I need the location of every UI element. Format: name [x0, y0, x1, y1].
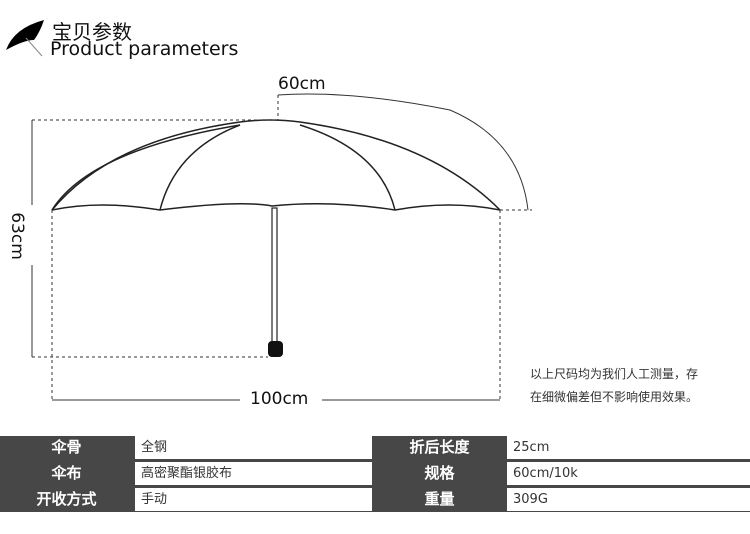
spec-value: 手动: [135, 488, 372, 511]
title-en: Product parameters: [50, 38, 239, 60]
spec-label: 折后长度: [374, 436, 505, 459]
table-row: 伞布 高密聚酯银胶布 规格 60cm/10k: [0, 462, 750, 485]
spec-label: 重量: [374, 488, 505, 511]
title-cn: 宝贝参数: [52, 20, 132, 44]
spec-value: 25cm: [507, 436, 750, 459]
height-label: 63cm: [7, 212, 27, 260]
table-row: 伞骨 全钢 折后长度 25cm: [0, 436, 750, 459]
radius-label: 60cm: [278, 74, 326, 94]
spec-label: 开收方式: [0, 488, 133, 511]
spec-value: 高密聚酯银胶布: [135, 462, 372, 485]
spec-table: 伞骨 全钢 折后长度 25cm 伞布 高密聚酯银胶布 规格 60cm/10k 开…: [0, 436, 750, 512]
note-line-1: 以上尺码均为我们人工测量，存: [530, 367, 699, 381]
spec-label: 伞布: [0, 462, 133, 485]
spec-value: 309G: [507, 488, 750, 511]
spec-label: 伞骨: [0, 436, 133, 459]
spec-value: 60cm/10k: [507, 462, 750, 485]
note-line-2: 在细微偏差但不影响使用效果。: [530, 390, 699, 404]
spec-value: 全钢: [135, 436, 372, 459]
umbrella-logo-icon: [6, 20, 44, 57]
spec-label: 规格: [374, 462, 505, 485]
umbrella-diagram: [31, 93, 532, 401]
table-row: 开收方式 手动 重量 309G: [0, 488, 750, 511]
diameter-label: 100cm: [250, 389, 309, 409]
